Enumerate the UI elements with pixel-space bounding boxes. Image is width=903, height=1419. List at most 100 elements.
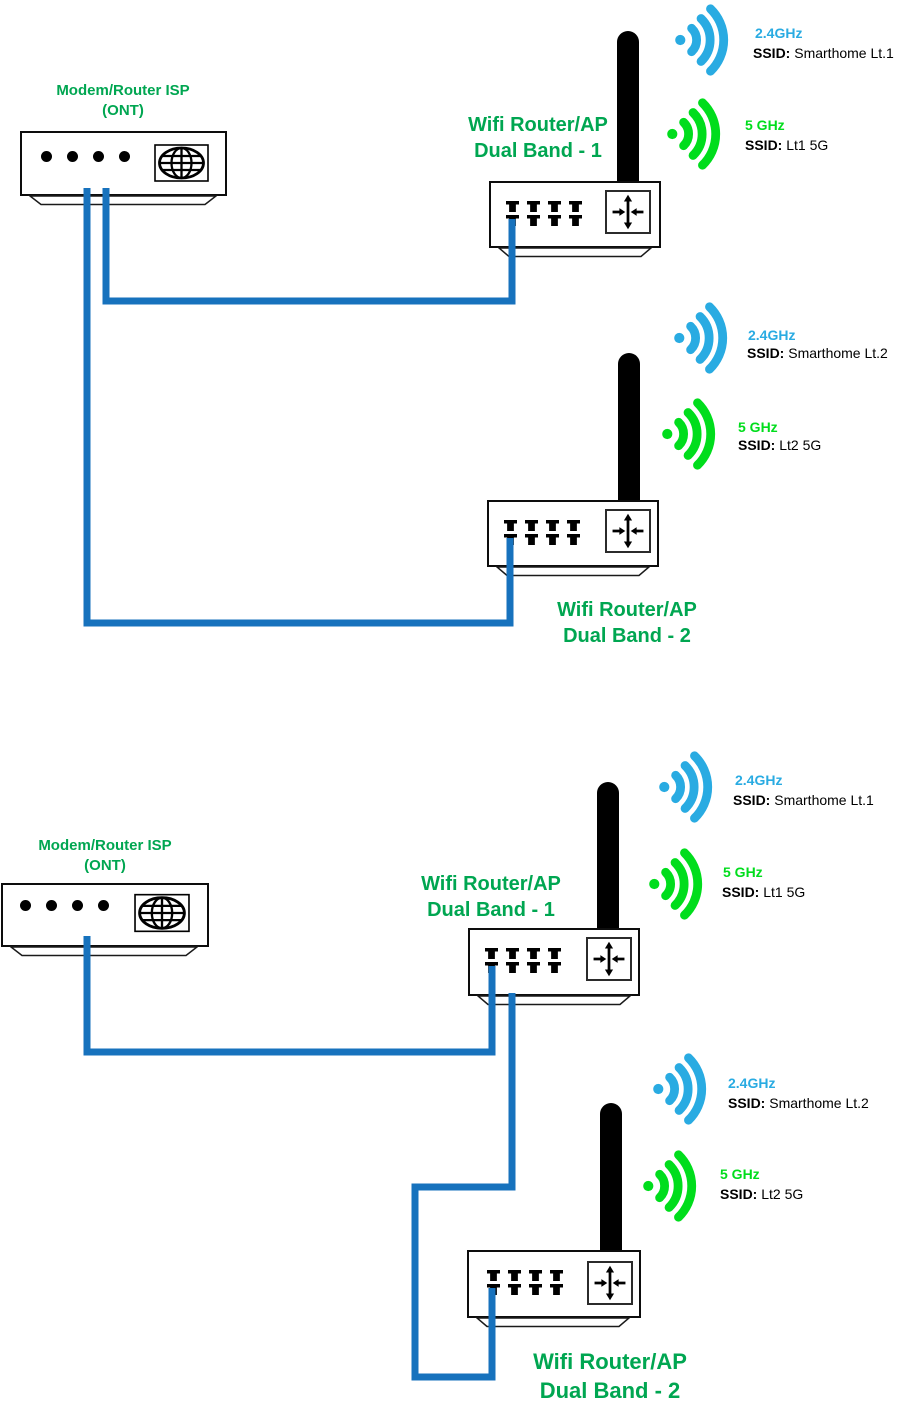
modem-led-dot xyxy=(98,900,109,911)
ethernet-port xyxy=(548,201,561,212)
wifi-24ghz-icon xyxy=(675,4,729,76)
ssid-value: Smarthome Lt.1 xyxy=(774,792,874,808)
ethernet-port xyxy=(569,215,582,226)
router1-title-line2: Dual Band - 1 xyxy=(474,140,602,162)
router2-box xyxy=(467,1250,641,1318)
wifi-24ghz-icon xyxy=(653,1053,707,1125)
router2-title-line1: Wifi Router/AP xyxy=(533,1349,687,1374)
ssid-label: SSID: xyxy=(747,345,785,361)
ethernet-port xyxy=(504,520,517,531)
ssid-value: Smarthome Lt.2 xyxy=(788,345,888,361)
band-5ghz-label: 5 GHz xyxy=(738,419,778,435)
modem-led-dot xyxy=(46,900,57,911)
cable-router1-to-router2-bottom xyxy=(411,993,516,1381)
globe-icon xyxy=(134,893,190,933)
ethernet-port xyxy=(550,1284,563,1295)
router1-title: Wifi Router/AP Dual Band - 1 xyxy=(405,871,577,923)
modem-led-dot xyxy=(119,151,130,162)
ethernet-port xyxy=(548,948,561,959)
ethernet-port xyxy=(569,201,582,212)
band-24ghz-label: 2.4GHz xyxy=(728,1075,776,1091)
ethernet-port xyxy=(550,1270,563,1281)
ssid-label: SSID: xyxy=(733,792,771,808)
ethernet-port xyxy=(527,201,540,212)
router2-title-line2: Dual Band - 2 xyxy=(563,625,691,647)
ssid-value: Smarthome Lt.1 xyxy=(794,45,894,61)
band-5ghz-label: 5 GHz xyxy=(720,1166,760,1182)
ssid-label: SSID: xyxy=(722,884,760,900)
ethernet-port xyxy=(546,534,559,545)
router-stand xyxy=(476,995,632,1006)
router-arrows-icon xyxy=(587,1261,633,1305)
antenna xyxy=(618,353,640,505)
ethernet-port xyxy=(567,520,580,531)
ssid-line: SSID: Lt2 5G xyxy=(720,1186,803,1202)
modem-led-dot xyxy=(41,151,52,162)
router1-box xyxy=(468,928,640,996)
ssid-label: SSID: xyxy=(753,45,791,61)
modem-box xyxy=(1,883,209,947)
band-24ghz-label: 2.4GHz xyxy=(748,327,796,343)
wifi-24ghz-icon xyxy=(659,751,713,823)
band-5ghz-label: 5 GHz xyxy=(745,117,785,133)
ethernet-port xyxy=(485,948,498,959)
router2-title: Wifi Router/AP Dual Band - 2 xyxy=(515,1347,705,1405)
band-5ghz-label: 5 GHz xyxy=(723,864,763,880)
router1-title-line1: Wifi Router/AP xyxy=(421,873,561,895)
ssid-label: SSID: xyxy=(720,1186,758,1202)
router1-title-line2: Dual Band - 1 xyxy=(427,899,555,921)
ethernet-port xyxy=(529,1270,542,1281)
router1-box xyxy=(489,181,661,248)
antenna xyxy=(597,782,619,934)
modem-stand xyxy=(28,195,218,206)
ethernet-port xyxy=(525,534,538,545)
wifi-5ghz-icon xyxy=(667,98,721,170)
ethernet-port xyxy=(548,962,561,973)
modem-title-line1: Modem/Router ISP xyxy=(56,82,190,99)
modem-title: Modem/Router ISP (ONT) xyxy=(25,81,221,121)
ssid-value: Lt2 5G xyxy=(779,437,822,453)
modem-led-dot xyxy=(72,900,83,911)
ethernet-port xyxy=(525,520,538,531)
router2-title-line1: Wifi Router/AP xyxy=(557,599,697,621)
ssid-value: Smarthome Lt.2 xyxy=(769,1095,869,1111)
router-stand xyxy=(475,1317,631,1328)
band-24ghz-label: 2.4GHz xyxy=(755,25,803,41)
ssid-label: SSID: xyxy=(738,437,776,453)
router-arrows-icon xyxy=(605,509,651,553)
ethernet-port xyxy=(546,520,559,531)
antenna xyxy=(600,1103,622,1255)
wifi-24ghz-icon xyxy=(674,302,728,374)
modem-led-dot xyxy=(20,900,31,911)
router2-title-line2: Dual Band - 2 xyxy=(539,1378,681,1403)
ssid-line: SSID: Smarthome Lt.2 xyxy=(747,345,888,361)
ethernet-port xyxy=(529,1284,542,1295)
modem-box xyxy=(20,131,227,196)
router-stand xyxy=(497,247,653,258)
ssid-line: SSID: Smarthome Lt.1 xyxy=(733,792,874,808)
ethernet-port xyxy=(527,948,540,959)
ethernet-port xyxy=(508,1270,521,1281)
ethernet-port xyxy=(487,1270,500,1281)
wifi-5ghz-icon xyxy=(649,848,703,920)
router1-title-line1: Wifi Router/AP xyxy=(468,114,608,136)
router-stand xyxy=(495,566,651,577)
modem-led-dot xyxy=(67,151,78,162)
ethernet-port xyxy=(506,962,519,973)
ssid-line: SSID: Lt1 5G xyxy=(745,137,828,153)
ethernet-port xyxy=(508,1284,521,1295)
modem-title-line2: (ONT) xyxy=(84,857,126,874)
ethernet-port xyxy=(506,948,519,959)
ethernet-port xyxy=(527,962,540,973)
modem-stand xyxy=(9,946,199,957)
ssid-line: SSID: Lt2 5G xyxy=(738,437,821,453)
router1-title: Wifi Router/AP Dual Band - 1 xyxy=(452,112,624,164)
router-arrows-icon xyxy=(586,937,632,981)
ssid-line: SSID: Smarthome Lt.2 xyxy=(728,1095,869,1111)
ethernet-port xyxy=(527,215,540,226)
antenna xyxy=(617,31,639,189)
ssid-line: SSID: Smarthome Lt.1 xyxy=(753,45,894,61)
cable-modem-to-router2-top xyxy=(83,188,514,627)
